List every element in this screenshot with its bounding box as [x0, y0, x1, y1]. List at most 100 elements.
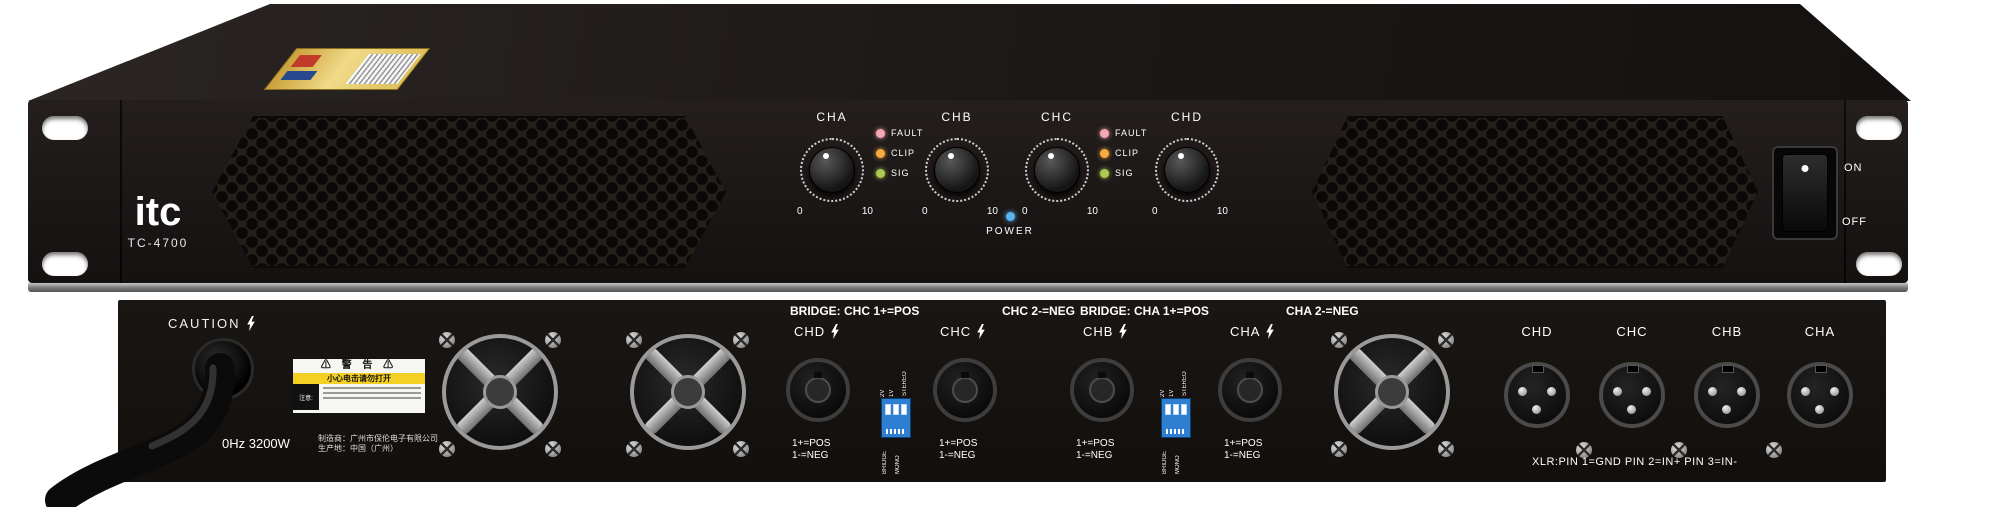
polarity-note-chb: 1+=POS 1-=NEG	[1076, 438, 1114, 462]
screw-icon	[1331, 332, 1347, 348]
screw-icon	[1766, 442, 1782, 458]
xlr-body	[1599, 362, 1665, 428]
polarity-note-chd: 1+=POS 1-=NEG	[792, 438, 830, 462]
ear-divider-right	[1844, 100, 1846, 283]
rear-panel: CAUTION ⚠ 警 告 ⚠ 小心电击请勿打开 注意: 0Hz 3200W	[118, 300, 1886, 482]
knob-body	[809, 147, 855, 193]
dip-toggle[interactable]	[1173, 404, 1179, 415]
led-label: FAULT	[891, 128, 924, 138]
dip-block[interactable]	[1161, 398, 1191, 438]
xlr-pin	[1708, 387, 1717, 396]
rack-slot-bottom-right	[1856, 252, 1902, 276]
led-label: CLIP	[1115, 148, 1140, 158]
mode-dip-switch-2[interactable]: 2V 1V STEREO BRIDGE MONO	[1159, 370, 1193, 474]
speakon-core	[952, 377, 978, 403]
security-sticker	[263, 48, 431, 90]
dip-label-1v: 1V	[1169, 389, 1175, 397]
lightning-icon	[976, 324, 986, 339]
brand-block: itc TC-4700	[110, 190, 206, 250]
dip-legend-marks	[886, 429, 906, 434]
dip-label-bridge: BRIDGE	[1162, 450, 1168, 474]
dip-label-mono: MONO	[895, 455, 901, 474]
speakon-keyway	[961, 372, 969, 378]
xlr-pin	[1830, 387, 1839, 396]
knob-pointer-icon	[948, 153, 954, 159]
xlr-connector-chb	[1694, 362, 1760, 428]
dip-toggle[interactable]	[1181, 404, 1187, 415]
cord-gland	[192, 338, 254, 400]
led-label: SIG	[891, 168, 910, 178]
xlr-latch	[1815, 365, 1827, 373]
vent-grille-right	[1312, 116, 1758, 268]
polarity-neg: 1-=NEG	[792, 450, 829, 461]
speakon-keyway	[1246, 372, 1254, 378]
xlr-pin	[1722, 405, 1731, 414]
led-row: FAULT	[876, 128, 923, 138]
dip-label-mono: MONO	[1175, 455, 1181, 474]
dip-label-2v: 2V	[880, 389, 886, 397]
knob-tick-ring	[800, 138, 864, 202]
caution-label: CAUTION	[168, 316, 256, 331]
lightning-icon	[246, 316, 256, 331]
warning-sticker: ⚠ 警 告 ⚠ 小心电击请勿打开 注意:	[292, 358, 426, 414]
power-indicator: POWER	[975, 212, 1045, 237]
power-switch[interactable]	[1772, 146, 1838, 240]
switch-on-label: ON	[1844, 162, 1863, 174]
rocker-button[interactable]	[1782, 154, 1828, 232]
gain-knob-cha[interactable]: 0 10	[797, 138, 873, 217]
screw-icon	[1331, 441, 1347, 457]
clip-led-icon	[1100, 148, 1109, 158]
polarity-pos: 1+=POS	[1224, 438, 1263, 449]
dip-toggle[interactable]	[893, 404, 899, 415]
fault-led-icon	[1100, 128, 1109, 138]
gain-knob-chd[interactable]: 0 10	[1152, 138, 1228, 217]
gain-knob-chc[interactable]: 0 10	[1022, 138, 1098, 217]
fine-print-line	[323, 397, 421, 399]
channel-label-chd: CHD	[1171, 110, 1203, 124]
dip-label-bridge: BRIDGE	[882, 450, 888, 474]
knob-tick-ring	[925, 138, 989, 202]
polarity-pos: 1+=POS	[939, 438, 978, 449]
screw-icon	[439, 332, 455, 348]
screw-icon	[1438, 332, 1454, 348]
mode-dip-switch-1[interactable]: 2V 1V STEREO BRIDGE MONO	[879, 370, 913, 474]
fault-led-icon	[876, 128, 885, 138]
cooling-fan	[442, 334, 558, 450]
sticker-logo-mark	[290, 55, 322, 67]
dip-toggle[interactable]	[901, 404, 907, 415]
screw-icon	[1438, 441, 1454, 457]
fan-hub	[483, 375, 517, 409]
manufacturer-line: 生产地：中国（广州）	[318, 444, 398, 453]
scale-min: 0	[797, 206, 803, 217]
knob-body	[1034, 147, 1080, 193]
xlr-latch	[1627, 365, 1639, 373]
gain-knob-chb[interactable]: 0 10	[922, 138, 998, 217]
scale-min: 0	[1022, 206, 1028, 217]
warning-subtitle: 小心电击请勿打开	[293, 373, 425, 384]
dip-label-1v: 1V	[889, 389, 895, 397]
scale-min: 0	[1152, 206, 1158, 217]
signal-led-icon	[876, 168, 885, 178]
output-label-chb: CHB	[1083, 324, 1128, 339]
screw-icon	[439, 441, 455, 457]
power-led-icon	[1005, 212, 1015, 221]
output-label-text: CHD	[794, 324, 826, 339]
warning-note-label: 注意:	[293, 384, 319, 410]
warning-triangle-icon: ⚠	[320, 360, 335, 371]
dip-toggle[interactable]	[885, 404, 891, 415]
xlr-body	[1504, 362, 1570, 428]
speakon-core	[805, 377, 831, 403]
polarity-pos: 1+=POS	[792, 438, 831, 449]
speakon-core	[1089, 377, 1115, 403]
bridge-note-group2-right: CHA 2-=NEG	[1286, 304, 1359, 318]
dip-toggle[interactable]	[1165, 404, 1171, 415]
rocker-on-dot-icon	[1801, 165, 1809, 172]
dip-block[interactable]	[881, 398, 911, 438]
sticker-barcode	[345, 54, 421, 84]
output-label-chc: CHC	[940, 324, 986, 339]
xlr-label-chb: CHB	[1711, 324, 1743, 339]
speakon-keyway	[814, 372, 822, 378]
led-row: SIG	[1100, 168, 1147, 178]
scale-max: 10	[861, 206, 873, 217]
front-face: itc TC-4700 CHA CHB CHC CHD 0 10 0 10 0 …	[28, 100, 1908, 283]
